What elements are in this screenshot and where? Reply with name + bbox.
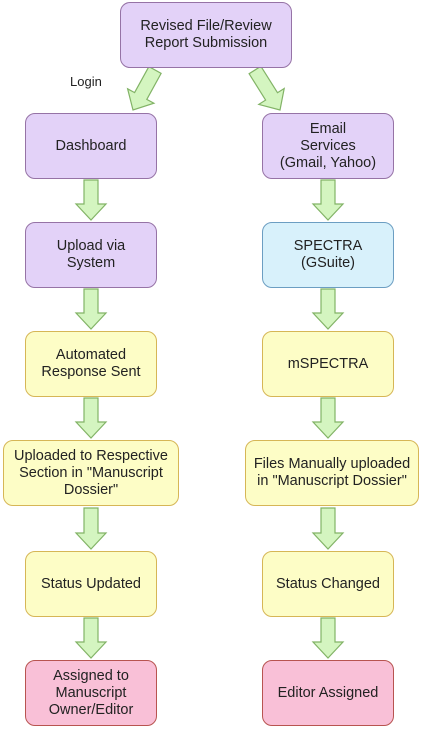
arrow-status_changed-to-editor_assigned	[311, 617, 345, 659]
node-email-services: Email Services (Gmail, Yahoo)	[262, 113, 394, 179]
arrow-start-to-dashboard	[126, 65, 162, 111]
arrow-uploaded-to-status_updated	[74, 507, 108, 550]
node-upload-via-system: Upload via System	[25, 222, 157, 288]
arrow-dashboard-to-upload	[74, 179, 108, 221]
node-revised-file-review-report-submission: Revised File/Review Report Submission	[120, 2, 292, 68]
node-automated-response-sent: Automated Response Sent	[25, 331, 157, 397]
edge-label-login: Login	[70, 74, 102, 89]
node-uploaded-to-respective-section: Uploaded to Respective Section in "Manus…	[3, 440, 179, 506]
node-status-updated: Status Updated	[25, 551, 157, 617]
arrow-automated-to-uploaded	[74, 397, 108, 439]
arrow-status_updated-to-assigned	[74, 617, 108, 659]
node-spectra-gsuite: SPECTRA (GSuite)	[262, 222, 394, 288]
node-status-changed: Status Changed	[262, 551, 394, 617]
arrow-upload-to-automated	[74, 288, 108, 330]
arrow-spectra-to-mspectra	[311, 288, 345, 330]
node-mspectra: mSPECTRA	[262, 331, 394, 397]
arrow-email-to-spectra	[311, 179, 345, 221]
node-dashboard: Dashboard	[25, 113, 157, 179]
arrow-start-to-email	[248, 65, 286, 111]
node-editor-assigned: Editor Assigned	[262, 660, 394, 726]
arrow-files_manual-to-status_changed	[311, 507, 345, 550]
node-assigned-to-manuscript-owner-editor: Assigned to Manuscript Owner/Editor	[25, 660, 157, 726]
arrow-mspectra-to-files_manual	[311, 397, 345, 439]
node-files-manually-uploaded: Files Manually uploaded in "Manuscript D…	[245, 440, 419, 506]
arrows-layer	[74, 65, 345, 659]
